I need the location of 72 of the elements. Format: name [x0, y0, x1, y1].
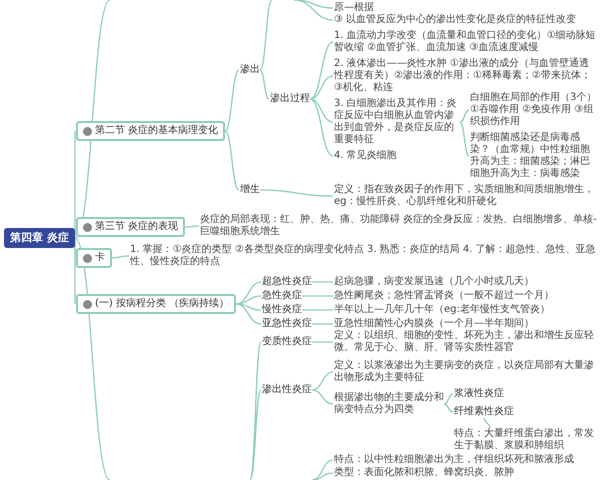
note-text: 定义：以组织、细胞的变性、坏死为主，渗出和增生反应轻微。常见于心、脑、肝、肾等实质性器官	[334, 330, 598, 354]
note-text: 亚急性细菌性心内膜炎（一个月—半年期间）	[334, 318, 598, 330]
connector-line	[460, 121, 470, 157]
note-text: 定义：指在致炎因子的作用下，实质细胞和间质细胞增生，eg：慢性肝炎、心肌纤维化和肝硬化	[334, 184, 598, 208]
connector-line	[444, 403, 454, 413]
branch-label: 纤维素性炎症	[454, 406, 514, 418]
branch-label: 超急性炎症	[262, 276, 312, 288]
note-text: 类型：表面化脓和积脓、蜂窝织炎、脓肿	[334, 467, 598, 479]
connector-line	[312, 371, 334, 391]
branch-label: 亚急性炎症	[262, 318, 312, 330]
note-text: 急性阑尾炎；急性肾盂肾炎（一般不超过一个月）	[334, 290, 598, 302]
note-text: 原—根据	[334, 2, 598, 14]
topic-box	[76, 294, 236, 314]
branch-label: 渗出性炎症	[262, 384, 312, 396]
connector-line	[249, 342, 262, 480]
connector-line	[260, 0, 272, 70]
note-text: 白细胞在局部的作用（3个）①吞噬作用 ②免疫作用 ③组织损伤作用	[470, 92, 598, 128]
note-text: 炎症的局部表现：红、肿、热、痛、功能障碍 炎症的全身反应：发热、白细胞增多、单核-巨噬细胞系统增生	[200, 214, 598, 238]
connector-line	[74, 238, 110, 480]
topic-box	[76, 248, 112, 268]
connector-line	[310, 98, 334, 157]
connector-line	[444, 393, 454, 405]
connector-line	[302, 295, 333, 297]
topic-title: 卡	[95, 252, 105, 264]
note-text: 根据渗出物的主要成分和病变特点分为四类	[334, 392, 444, 416]
connector-line	[224, 69, 240, 132]
note-text: 定义：以浆液渗出为主要病变的炎症，以炎症局部有大量渗出物形成为主要特征	[334, 360, 598, 384]
note-text: 3. 白细胞渗出及其作用：炎症反应中白细胞从血管内渗出到血管外，是炎症反应的重要特征	[334, 98, 460, 146]
connector-line	[236, 303, 262, 325]
connector-line	[312, 472, 334, 480]
connector-line	[74, 238, 76, 304]
note-text: 判断细菌感染还是病毒感染？（血常规）中性粒细胞升高为主：细菌感染；淋巴细胞升高为主：病毒感染	[470, 132, 598, 180]
connector-line	[312, 323, 333, 325]
topic-box	[76, 121, 226, 141]
connector-line	[312, 341, 333, 343]
note-text: ③ 以血管反应为中心的渗出性变化是炎症的特征性改变	[334, 14, 598, 26]
connector-line	[310, 98, 334, 123]
note-text: 4. 常见炎细胞	[334, 150, 397, 162]
connector-line	[483, 418, 491, 428]
connector-line	[236, 295, 262, 305]
connector-line	[260, 69, 270, 100]
branch-label: 变质性炎症	[262, 336, 312, 348]
note-text: 半年以上—几年几十年（eg:老年慢性支气管炎）	[334, 304, 598, 316]
connector-line	[249, 390, 262, 480]
branch-label: 慢性炎症	[262, 304, 302, 316]
connector-line	[260, 189, 333, 197]
connector-line	[312, 389, 334, 405]
connector-line	[302, 309, 333, 311]
root-topic-box: 第四章 炎症	[4, 228, 75, 248]
branch-label: 增生	[240, 184, 260, 196]
connector-line	[294, 0, 334, 21]
note-text: 1. 血流动力学改变（血流量和血管口径的变化）①细动脉短暂收缩 ②血管扩张、血流加速 ③血流速度减慢	[334, 30, 598, 54]
branch-label: 渗出过程	[270, 93, 310, 105]
connector-line	[224, 130, 240, 191]
branch-label: 急性炎症	[262, 290, 302, 302]
connector-line	[185, 225, 199, 228]
branch-label: 渗出	[240, 64, 260, 76]
connector-line	[312, 281, 333, 283]
connector-line	[310, 41, 334, 100]
connector-line	[460, 109, 470, 123]
topic-title: 第三节 炎症的表现	[95, 221, 178, 233]
note-text: 起病急骤，病变发展迅速（几个小时或几天）	[334, 276, 598, 288]
branch-label: 浆液性炎症	[454, 388, 504, 400]
note-text: 特点：以中性粒细胞渗出为主，伴组织坏死和脓液形成	[334, 454, 598, 466]
topic-title: (一) 按病程分类 （疾病持续）	[95, 298, 230, 310]
topic-box	[76, 217, 186, 237]
connector-line	[312, 459, 334, 480]
note-text: 特点：大量纤维蛋白渗出，常发生于黏膜、浆膜和肺组织	[454, 428, 598, 452]
connector-line	[112, 255, 130, 259]
topic-title: 第二节 炎症的基本病理变化	[95, 125, 218, 137]
note-text: 1. 掌握：①炎症的类型 ②各类型炎症的病理变化特点 3. 熟悉：炎症的结局 4. 了解：超急性、急性、亚急性、慢性炎症的特点	[130, 244, 598, 268]
connector-line	[310, 75, 334, 100]
